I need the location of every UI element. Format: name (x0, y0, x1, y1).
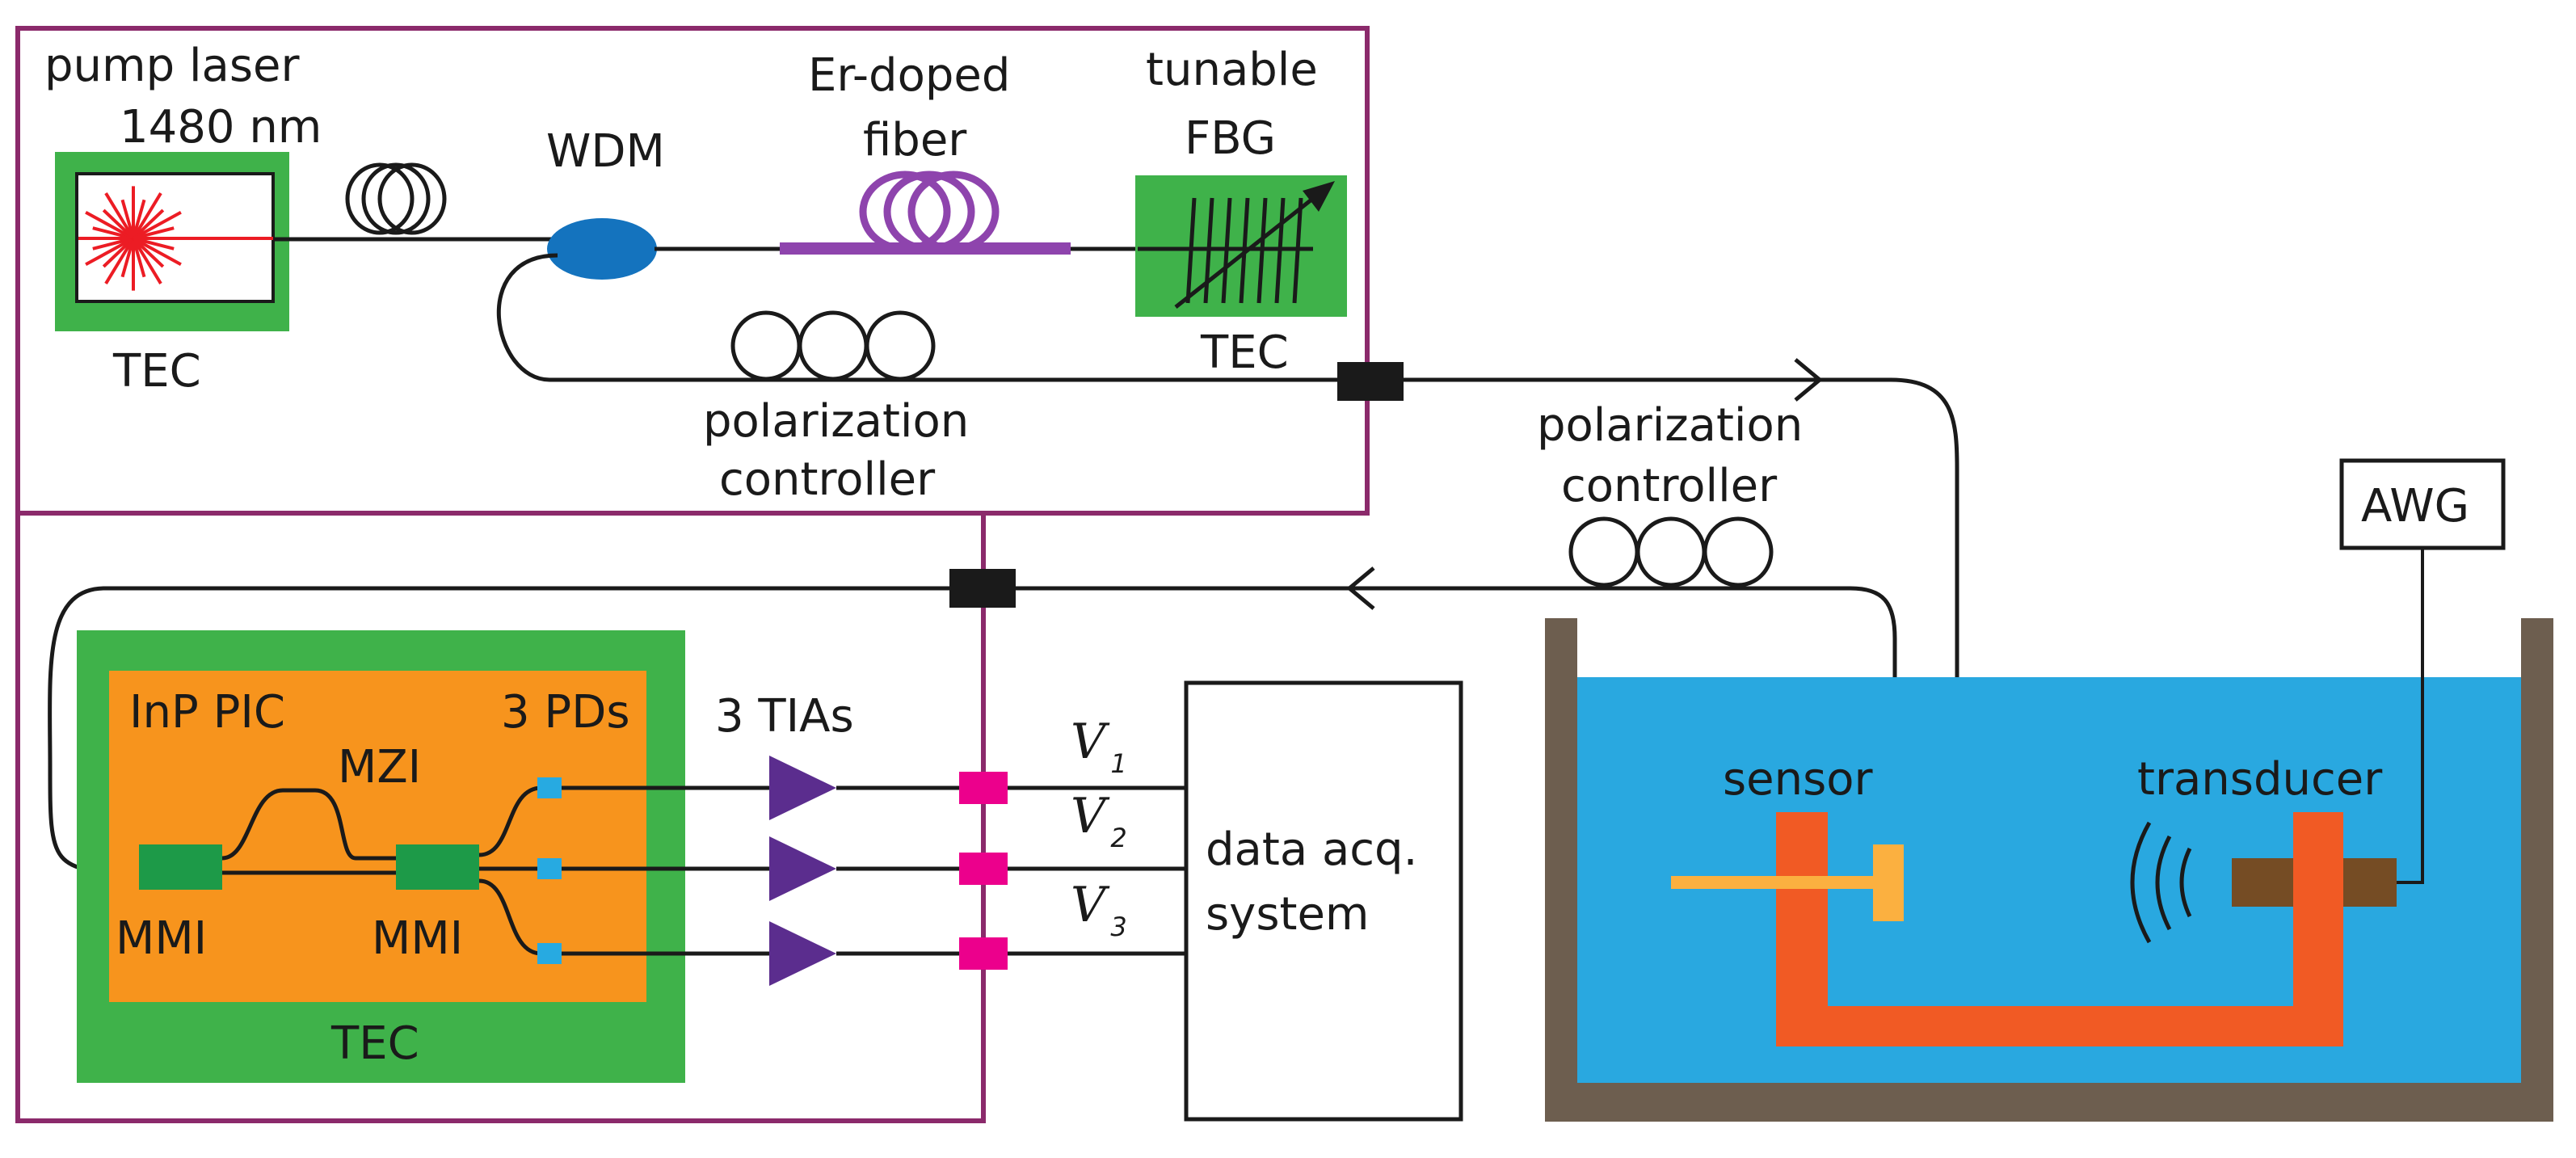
pds-label: 3 PDs (501, 686, 630, 739)
erbium-fiber-label-line2: fiber (863, 114, 967, 166)
laser-ray (104, 192, 135, 240)
laser-ray (102, 208, 135, 240)
photodiode-1 (537, 777, 562, 798)
photodiode-2 (537, 858, 562, 879)
laser-ray (133, 226, 175, 240)
pump-wavelength-label: 1480 nm (120, 101, 322, 154)
daq-label-line1: data acq. (1206, 823, 1417, 876)
channel-3-waveguide (478, 878, 776, 956)
polarization-controller-upper-icon (730, 310, 936, 381)
laser-ray (133, 237, 182, 267)
acoustic-wave-icon (2130, 821, 2192, 944)
u-holder (1776, 812, 2343, 1046)
photodiode-3 (537, 943, 562, 964)
tias-label: 3 TIAs (715, 690, 854, 743)
laser-ray (132, 192, 162, 240)
fiber-spool-icon (345, 162, 447, 235)
wdm-coupler (547, 218, 657, 280)
transducer-body-right (2343, 858, 2397, 907)
fbg-tec-label: TEC (1200, 326, 1289, 379)
channel-1-waveguide (478, 785, 776, 857)
tia-2 (769, 836, 836, 901)
pc-right-label-line2: controller (1561, 460, 1778, 512)
fbg-label-line1: tunable (1146, 44, 1318, 96)
polarization-controller-right-icon (1568, 516, 1774, 587)
readout-frame (15, 511, 986, 1123)
pump-laser-label: pump laser (44, 40, 300, 92)
cavity-return-fiber (496, 253, 1337, 382)
laser-ray (104, 237, 135, 284)
tia-1 (769, 756, 836, 820)
mzi-upper-arm (221, 788, 396, 861)
fbg-label-line2: FBG (1185, 112, 1276, 165)
pic-tec-label: TEC (330, 1017, 419, 1070)
erbium-coil-icon (859, 171, 1000, 253)
pc-upper-label-line2: controller (719, 453, 936, 506)
laser-ray (120, 199, 135, 239)
fbg-tuning-arrow (1174, 192, 1320, 309)
wdm-label: WDM (546, 125, 665, 178)
pc-upper-label-line1: polarization (703, 395, 969, 448)
awg-label: AWG (2361, 480, 2469, 533)
laser-ray (85, 237, 134, 267)
transducer-label: transducer (2137, 753, 2383, 806)
mmi-left-label: MMI (116, 912, 207, 965)
laser-ray (132, 199, 146, 239)
laser-ray (92, 226, 134, 240)
signal-connector-3 (959, 937, 1008, 970)
return-fiber-arrow (1346, 566, 1375, 610)
mmi-left (139, 844, 222, 890)
laser-ray (132, 237, 165, 268)
sensor-head (1873, 844, 1904, 921)
sensor-return-fiber (1018, 586, 1897, 861)
sensor-label: sensor (1723, 753, 1874, 806)
laser-ray (132, 237, 162, 284)
cavity-output-connector (1337, 362, 1404, 401)
laser-ray (120, 238, 135, 278)
laser-ray (92, 237, 134, 251)
tia-3 (769, 921, 836, 986)
laser-ray (133, 237, 175, 251)
fbg-tuning-arrowhead (1303, 181, 1335, 212)
pic-input-fiber (48, 586, 952, 875)
awg-cable (2397, 548, 2424, 884)
erbium-fiber-label-line1: Er-doped (808, 49, 1010, 102)
daq-label-line2: system (1206, 888, 1369, 941)
daq-box (1184, 680, 1463, 1122)
fbg-grating-icon (1138, 197, 1313, 304)
laser-burst-icon (78, 186, 273, 291)
laser-ray (133, 210, 182, 240)
mzi-label: MZI (338, 741, 421, 794)
pc-right-label-line1: polarization (1537, 399, 1803, 452)
laser-ray (85, 210, 134, 240)
signal-connector-1 (959, 772, 1008, 804)
laser-tec-label: TEC (112, 345, 201, 398)
erbium-fiber (780, 242, 1071, 255)
sensor-rod (1671, 876, 1873, 889)
pic-title-label: InP PIC (129, 686, 285, 739)
laser-ray (102, 237, 135, 268)
laser-ray (132, 238, 146, 278)
readout-input-connector (949, 569, 1016, 608)
signal-connector-2 (959, 853, 1008, 885)
mmi-right-label: MMI (372, 912, 463, 965)
transducer-body-left (2232, 858, 2293, 907)
mmi-right (396, 844, 479, 890)
laser-ray (132, 208, 165, 240)
output-fiber-arrow (1794, 358, 1823, 402)
